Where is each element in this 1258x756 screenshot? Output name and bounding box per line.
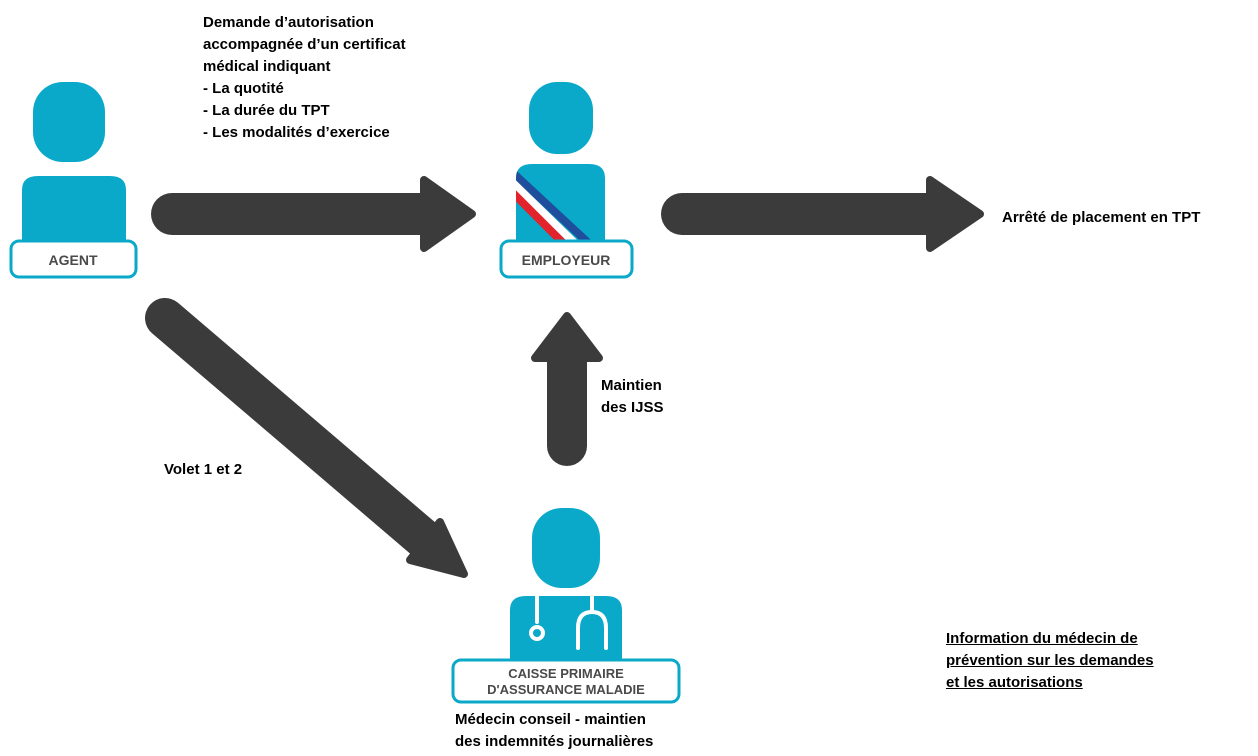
agent-actor: AGENT — [9, 82, 138, 279]
person-with-tricolor-sash-icon — [516, 82, 605, 240]
information-medecin-prevention-text: Information du médecin de prévention sur… — [946, 628, 1154, 694]
cpam-label-box: CAISSE PRIMAIRE D'ASSURANCE MALADIE — [451, 658, 681, 704]
arrow-employeur-to-arrete — [661, 176, 984, 252]
agent-label: AGENT — [49, 252, 98, 268]
information-line: prévention sur les demandes — [946, 652, 1154, 669]
agent-label-box: AGENT — [9, 239, 138, 279]
cpam-actor: CAISSE PRIMAIRE D'ASSURANCE MALADIE — [451, 508, 681, 704]
medecin-conseil-line: Médecin conseil - maintien — [455, 711, 646, 728]
information-line: et les autorisations — [946, 674, 1083, 691]
medecin-conseil-line: des indemnités journalières — [455, 733, 654, 750]
employeur-actor: EMPLOYEUR — [499, 82, 634, 279]
demande-line: - La durée du TPT — [203, 102, 330, 119]
employeur-label-box: EMPLOYEUR — [499, 239, 634, 279]
demande-text: Demande d’autorisation accompagnée d’un … — [203, 12, 406, 144]
maintien-ijss-line: Maintien — [601, 377, 662, 394]
information-line: Information du médecin de — [946, 630, 1138, 647]
demande-line: Demande d’autorisation — [203, 14, 374, 31]
doctor-with-stethoscope-icon — [510, 508, 622, 664]
arrete-text: Arrêté de placement en TPT — [1002, 209, 1201, 226]
person-icon — [22, 82, 126, 246]
maintien-ijss-line: des IJSS — [601, 399, 664, 416]
employeur-label: EMPLOYEUR — [522, 252, 611, 268]
cpam-label-line-2: D'ASSURANCE MALADIE — [487, 682, 645, 697]
arrow-agent-to-cpam — [145, 298, 468, 578]
volet-text: Volet 1 et 2 — [164, 461, 243, 478]
demande-line: accompagnée d’un certificat — [203, 36, 406, 53]
cpam-label-line-1: CAISSE PRIMAIRE — [508, 666, 624, 681]
arrow-agent-to-employeur — [151, 176, 476, 252]
demande-line: - La quotité — [203, 80, 284, 97]
maintien-ijss-text: Maintien des IJSS — [601, 375, 664, 419]
medecin-conseil-text: Médecin conseil - maintien des indemnité… — [455, 709, 653, 753]
demande-line: médical indiquant — [203, 58, 331, 75]
arrow-cpam-to-employeur — [531, 312, 603, 466]
demande-line: - Les modalités d’exercice — [203, 124, 390, 141]
